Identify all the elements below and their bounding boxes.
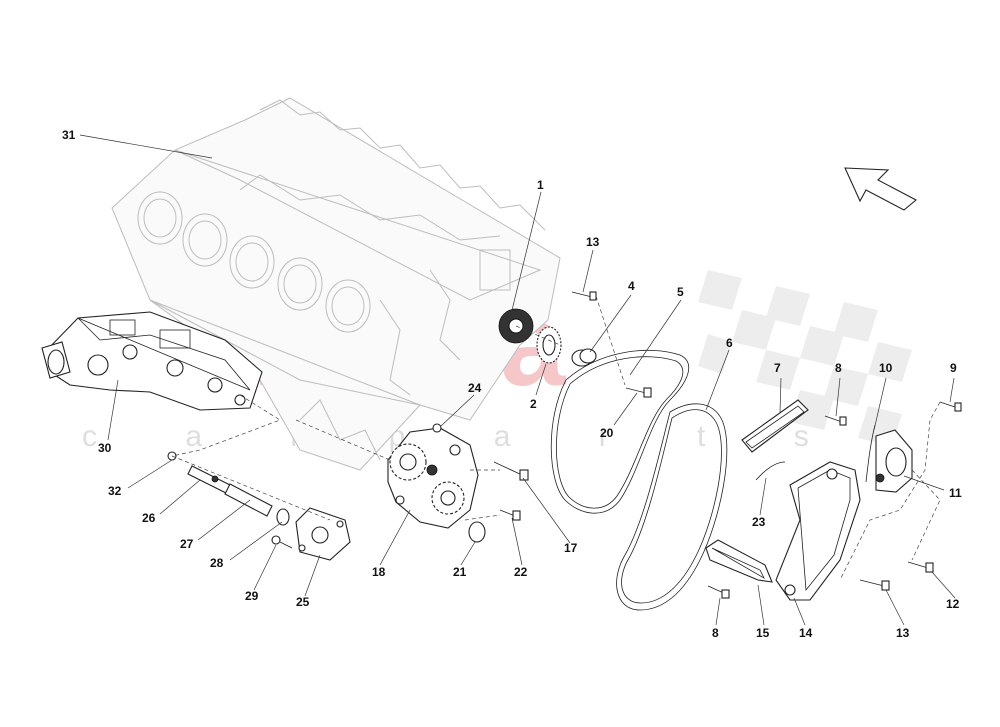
arrow-icon [844, 167, 917, 211]
bolt [824, 415, 847, 426]
callout-8-lower: 8 [712, 626, 719, 640]
callout-28: 28 [210, 556, 224, 570]
bolt [499, 509, 521, 521]
callout-22: 22 [514, 565, 528, 579]
callout-30: 30 [98, 441, 112, 455]
callout-25: 25 [296, 595, 310, 609]
callout-12: 12 [946, 597, 960, 611]
bolt [625, 387, 652, 398]
callout-24: 24 [468, 381, 482, 395]
callout-1: 1 [537, 178, 544, 192]
callout-9: 9 [950, 361, 957, 375]
timing-chain-5 [550, 349, 690, 514]
callout-15: 15 [756, 626, 770, 640]
callout-5: 5 [677, 285, 684, 299]
callout-31: 31 [62, 128, 76, 142]
callout-labels: 31 1 13 4 5 2 6 7 8 10 9 11 20 24 30 32 … [62, 128, 962, 640]
oil-pump [387, 427, 479, 529]
callout-6: 6 [726, 336, 733, 350]
callout-27: 27 [180, 537, 194, 551]
callout-14: 14 [799, 626, 813, 640]
chain-tensioner [875, 429, 913, 493]
oil-filter-housing [41, 311, 263, 411]
callout-23: 23 [752, 515, 766, 529]
bolt [571, 291, 597, 301]
tensioner-rail [775, 461, 861, 601]
bolt [493, 461, 529, 481]
drive-shaft [187, 465, 273, 517]
seal-strip [865, 424, 876, 483]
bolt [907, 561, 934, 573]
sprocket-gear [536, 326, 562, 364]
bolt [859, 579, 890, 591]
callout-18: 18 [372, 565, 386, 579]
callout-17: 17 [564, 541, 578, 555]
o-ring [276, 508, 290, 526]
callout-13-lower: 13 [896, 626, 910, 640]
chain-guide-rail [741, 399, 809, 453]
checkered-flag-watermark [698, 270, 912, 446]
bolt [939, 401, 962, 412]
callout-29: 29 [245, 589, 259, 603]
callout-2: 2 [530, 397, 537, 411]
callout-10: 10 [879, 361, 893, 375]
mounting-bracket [295, 507, 351, 561]
assembly-lines [171, 295, 941, 581]
callout-13: 13 [586, 235, 600, 249]
callout-32: 32 [108, 484, 122, 498]
bushing [571, 348, 597, 367]
timing-chain-6 [616, 403, 728, 611]
o-ring [432, 423, 442, 433]
chain-guide [705, 539, 773, 583]
callout-4: 4 [628, 279, 635, 293]
o-ring [468, 521, 486, 543]
callout-21: 21 [453, 565, 467, 579]
callout-20: 20 [600, 426, 614, 440]
callout-8: 8 [835, 361, 842, 375]
screw [271, 535, 293, 549]
callout-7: 7 [774, 361, 781, 375]
callout-26: 26 [142, 511, 156, 525]
hose-clamp [755, 461, 786, 481]
bolt [707, 585, 730, 599]
leader-lines [79, 134, 956, 626]
callout-11: 11 [949, 486, 962, 500]
engine-block [111, 97, 561, 471]
